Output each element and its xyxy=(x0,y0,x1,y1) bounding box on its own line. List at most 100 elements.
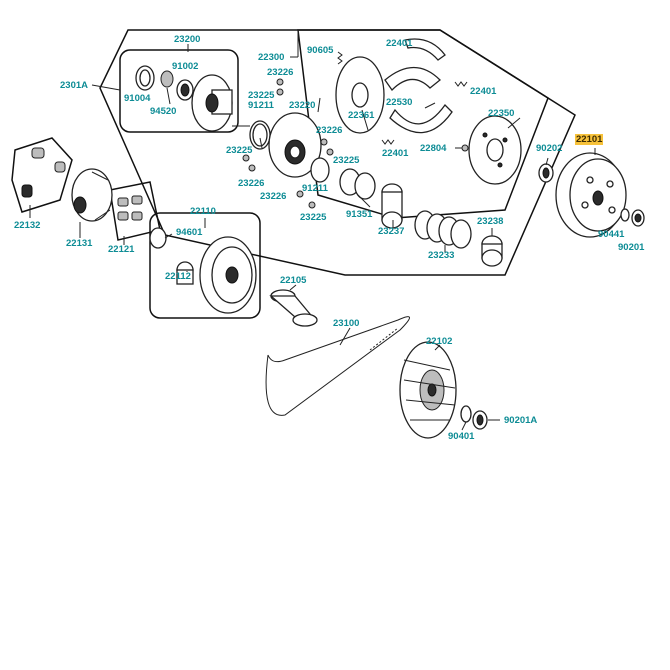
label-23238[interactable]: 23238 xyxy=(477,216,504,227)
label-23100[interactable]: 23100 xyxy=(333,318,360,329)
label-90201A[interactable]: 90201A xyxy=(504,415,538,426)
label-22530[interactable]: 22530 xyxy=(386,97,413,108)
part-shape-22105-end xyxy=(292,313,318,327)
frame-22132 xyxy=(11,137,73,213)
part-shape-22401-spring xyxy=(454,81,468,87)
part-shape-22350-hub xyxy=(486,138,504,162)
part-shape-clutch-shoe-c xyxy=(404,38,446,61)
label-91351[interactable]: 91351 xyxy=(346,209,373,220)
part-shape-23226d xyxy=(296,190,304,198)
label-23200[interactable]: 23200 xyxy=(174,34,201,45)
label-23225-left[interactable]: 23225 xyxy=(226,145,253,156)
label-91004[interactable]: 91004 xyxy=(124,93,151,104)
part-shape-90401 xyxy=(460,405,472,423)
part-shape-22361-hole xyxy=(351,82,369,108)
part-shape-91004-inner xyxy=(139,69,151,87)
label-22105[interactable]: 22105 xyxy=(280,275,307,286)
label-23237[interactable]: 23237 xyxy=(378,226,405,237)
label-22401-top[interactable]: 22401 xyxy=(386,38,413,49)
label-22804[interactable]: 22804 xyxy=(420,143,447,154)
label-91002[interactable]: 91002 xyxy=(172,61,199,72)
label-91211-bottom[interactable]: 91211 xyxy=(302,183,328,194)
part-shape-23220-center xyxy=(289,145,301,159)
label-22102[interactable]: 22102 xyxy=(426,336,453,347)
part-shape-23100-belt xyxy=(265,316,410,416)
part-shape-22101-h4 xyxy=(608,206,616,214)
label-90401[interactable]: 90401 xyxy=(448,431,475,442)
part-shape-22101-h2 xyxy=(606,180,614,188)
label-23226-bottom[interactable]: 23226 xyxy=(260,191,287,202)
label-94601[interactable]: 94601 xyxy=(176,227,203,238)
label-90202[interactable]: 90202 xyxy=(536,143,563,154)
label-94520[interactable]: 94520 xyxy=(150,106,177,117)
part-shape-23226c xyxy=(248,164,256,172)
part-shape-90441 xyxy=(620,208,630,222)
part-shape-23226a xyxy=(276,78,284,86)
label-22132[interactable]: 22132 xyxy=(14,220,41,231)
part-shape-22131-hub xyxy=(73,196,87,214)
part-shape-22131-vane xyxy=(91,171,111,221)
label-22112[interactable]: 22112 xyxy=(165,271,191,282)
sub-frame-clutch xyxy=(297,29,549,219)
part-shape-22804 xyxy=(461,144,469,152)
part-shape-91211b xyxy=(310,157,330,183)
part-shape-22102-vanes xyxy=(403,359,456,421)
label-23225-mid[interactable]: 23225 xyxy=(333,155,360,166)
part-shape-22350-dot3 xyxy=(497,162,503,168)
part-shape-94601 xyxy=(149,227,167,249)
part-shape-22401b-spring xyxy=(381,139,395,145)
part-shape-23238-bottom xyxy=(481,249,503,267)
label-90201[interactable]: 90201 xyxy=(618,242,645,253)
label-23226-left[interactable]: 23226 xyxy=(238,178,265,189)
label-23225-bottom[interactable]: 23225 xyxy=(300,212,327,223)
leader-lines xyxy=(29,30,596,431)
label-22300[interactable]: 22300 xyxy=(258,52,285,63)
part-shape-22132b xyxy=(54,161,66,173)
part-shape-22101-hub xyxy=(592,190,604,206)
part-shape-22102-hub xyxy=(427,383,437,397)
part-shape-90605-spring xyxy=(337,51,343,65)
part-shape-23200-hole xyxy=(205,93,219,113)
label-22121[interactable]: 22121 xyxy=(108,244,135,255)
part-shape-91211a-in xyxy=(252,123,268,147)
label-22101-highlighted[interactable]: 22101 xyxy=(575,134,604,145)
part-shape-clutch-shoe-a xyxy=(384,67,441,92)
part-shape-91351b xyxy=(354,172,376,200)
part-shape-23225b xyxy=(326,148,334,156)
label-91211-top[interactable]: 91211 xyxy=(248,100,274,111)
label-22350[interactable]: 22350 xyxy=(488,108,515,119)
part-shape-94520 xyxy=(160,70,174,88)
label-22110[interactable]: 22110 xyxy=(190,206,216,217)
part-shape-23100-teeth xyxy=(369,327,399,351)
part-shape-22132c xyxy=(21,184,33,198)
sub-frame-movable-pulley xyxy=(119,49,239,133)
label-23226-mid[interactable]: 23226 xyxy=(316,125,343,136)
label-22401-bottom[interactable]: 22401 xyxy=(382,148,409,159)
part-shape-23233 xyxy=(414,210,472,249)
label-22401-right[interactable]: 22401 xyxy=(470,86,497,97)
part-shape-22350-dot1 xyxy=(482,132,488,138)
label-22361[interactable]: 22361 xyxy=(348,110,375,121)
part-shape-23225c xyxy=(242,154,250,162)
label-90441[interactable]: 90441 xyxy=(598,229,625,240)
part-shape-22132a xyxy=(31,147,45,159)
part-shape-22350-dot2 xyxy=(502,137,508,143)
label-90605[interactable]: 90605 xyxy=(307,45,334,56)
part-shape-clutch-shoe-b xyxy=(389,103,453,134)
label-2301A[interactable]: 2301A xyxy=(60,80,88,91)
part-shape-23237-bottom xyxy=(381,211,403,229)
part-shape-22110-hub xyxy=(225,266,239,284)
frame-22110 xyxy=(149,212,261,319)
part-shape-90201-in xyxy=(634,213,642,223)
label-23225-top[interactable]: 23225 xyxy=(248,90,275,101)
label-23220[interactable]: 23220 xyxy=(289,100,316,111)
part-shape-22101-h3 xyxy=(581,201,589,209)
part-shape-22121 xyxy=(117,195,143,221)
label-23226-top[interactable]: 23226 xyxy=(267,67,294,78)
label-22131[interactable]: 22131 xyxy=(66,238,93,249)
part-shape-23225d xyxy=(308,201,316,209)
part-shape-90201A-in xyxy=(476,414,484,426)
label-23233[interactable]: 23233 xyxy=(428,250,455,261)
